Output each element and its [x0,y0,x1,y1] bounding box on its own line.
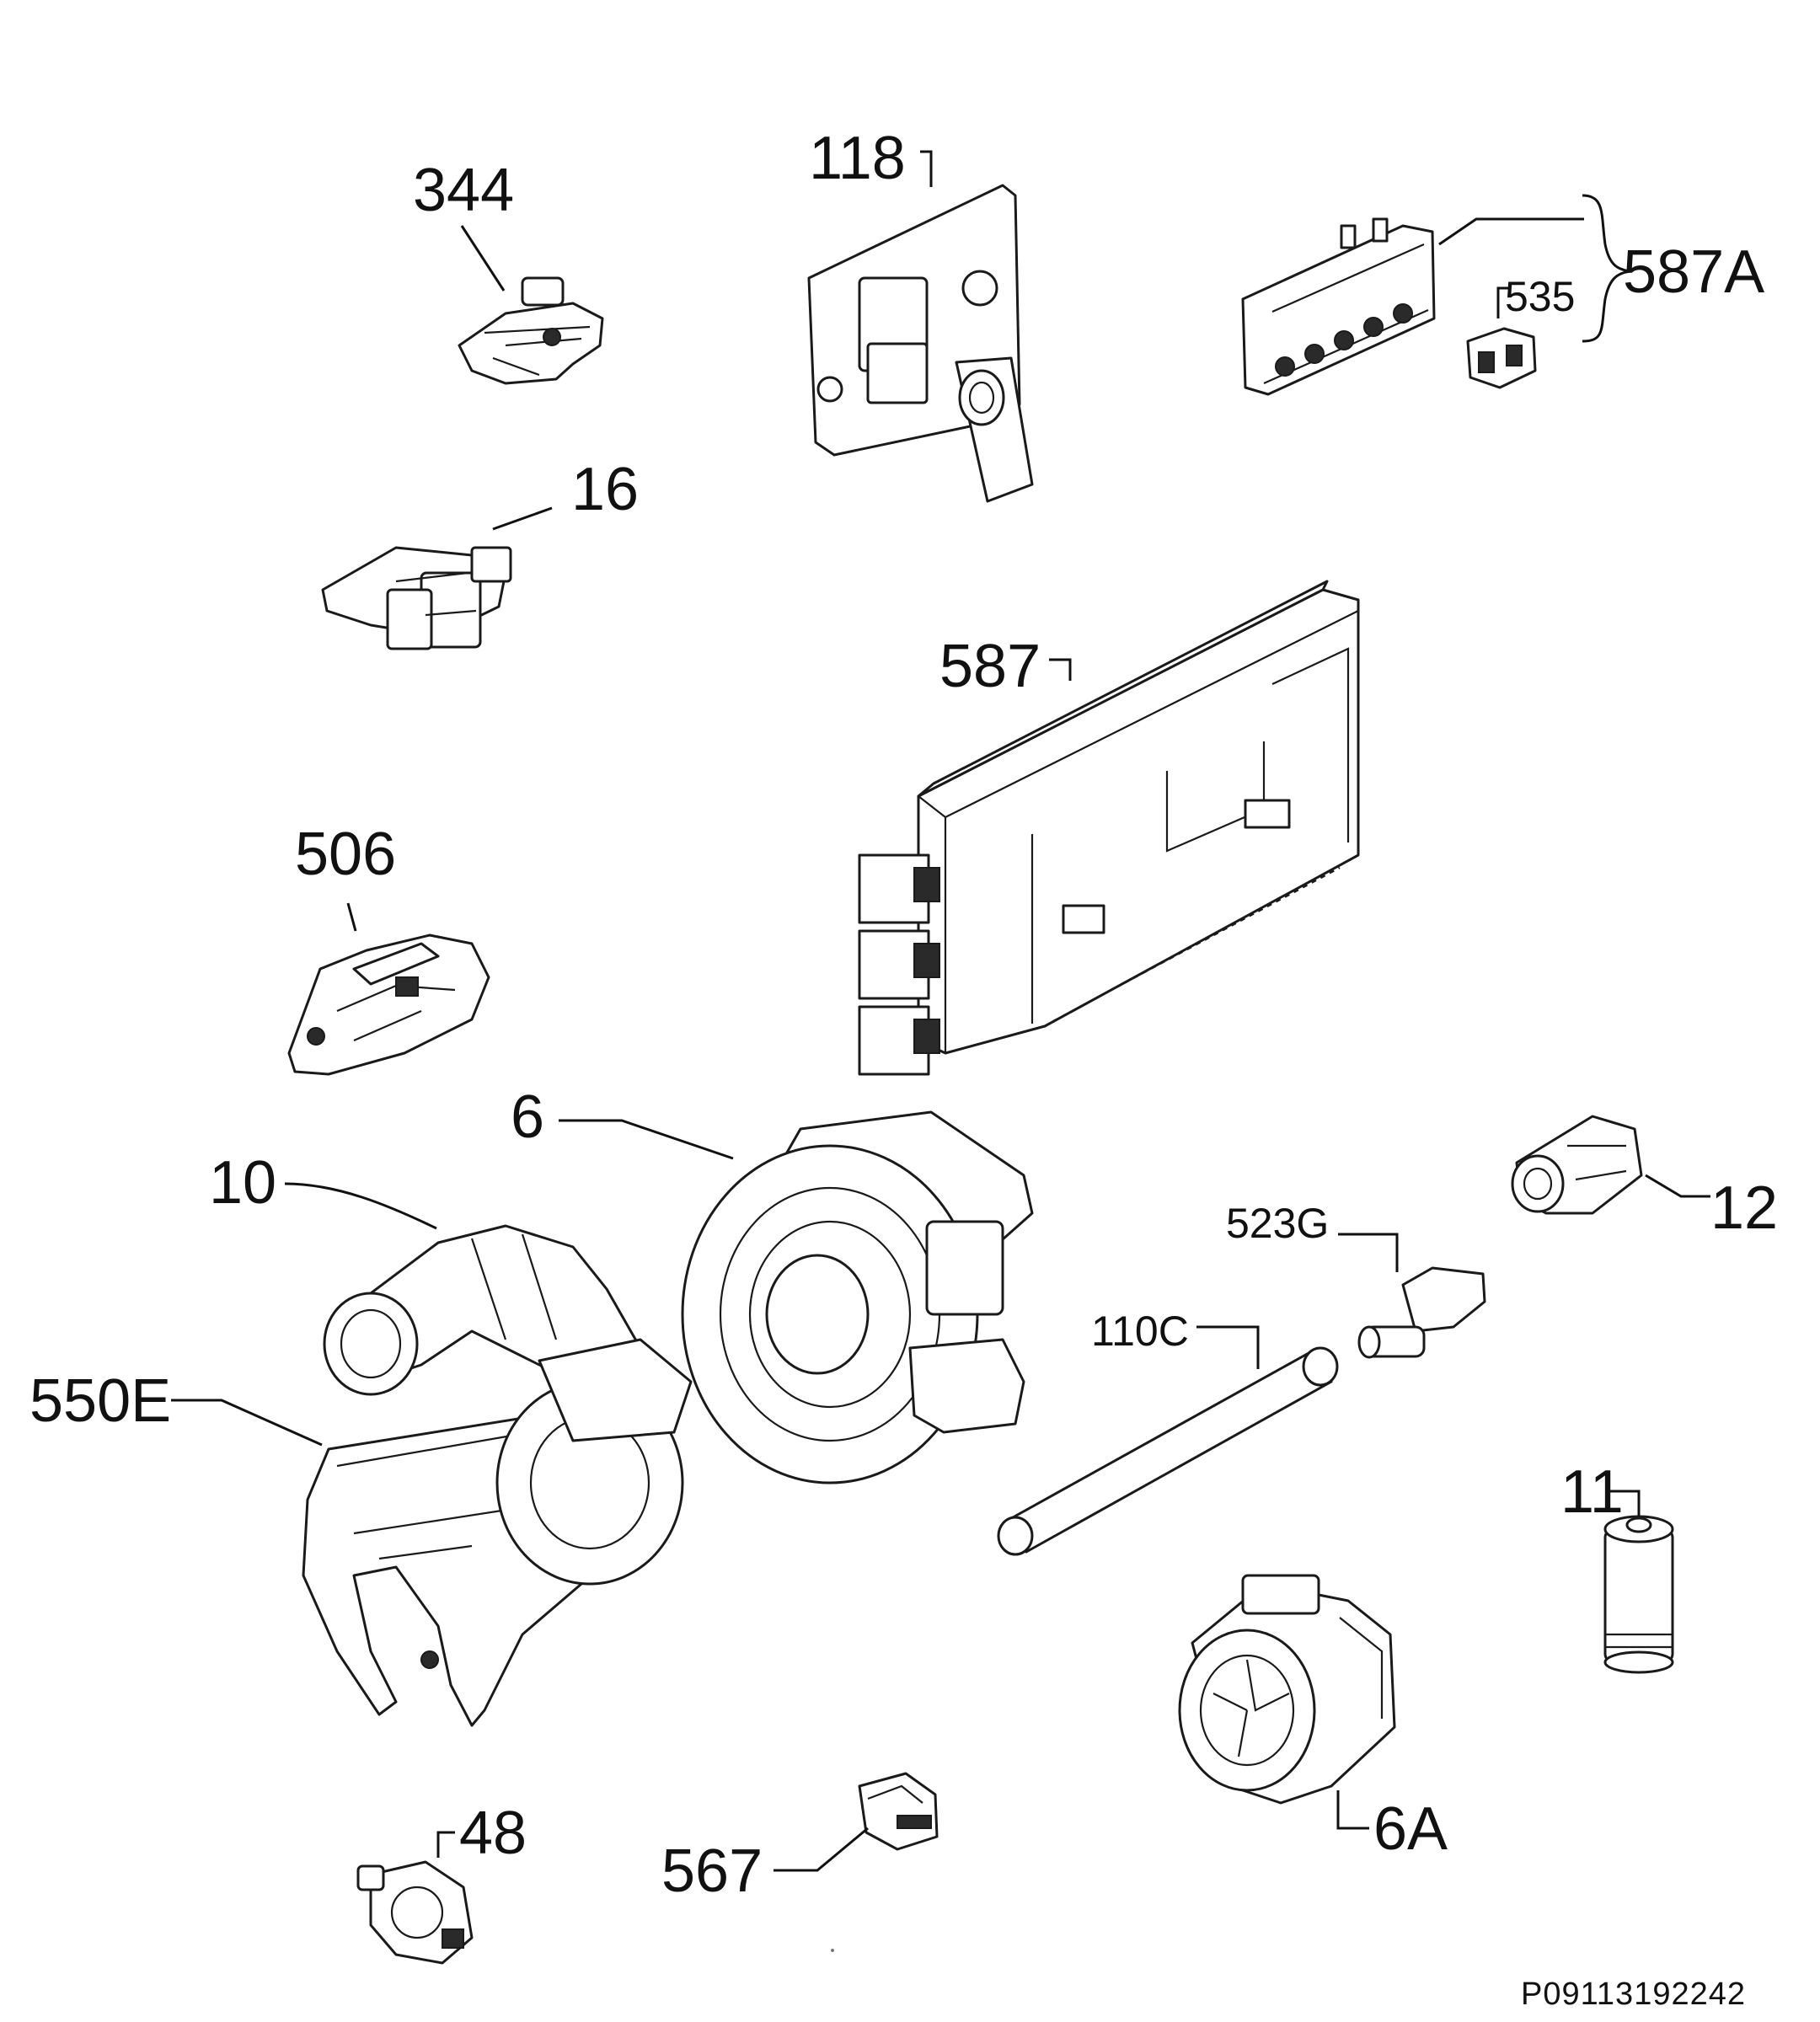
label-567: 567 [661,1837,763,1905]
part-118-drawing [807,150,1034,503]
label-587a: 587A [1623,238,1765,306]
label-12: 12 [1710,1174,1779,1242]
label-506: 506 [295,821,397,888]
label-10: 10 [209,1149,277,1217]
label-118: 118 [809,125,906,192]
label-550e: 550E [29,1367,172,1435]
label-16: 16 [571,456,640,523]
part-11-drawing [1603,1490,1674,1674]
part-587-drawing [858,580,1360,1076]
part-48-drawing [356,1831,474,1965]
label-535: 535 [1505,273,1576,320]
label-344: 344 [413,157,515,224]
part-110c-drawing [997,1325,1339,1556]
part-550e-drawing [171,1338,693,1727]
part-16-drawing [321,506,553,650]
part-12-drawing [1511,1115,1710,1215]
part-523g-drawing [1338,1233,1486,1359]
label-11: 11 [1560,1458,1624,1526]
part-6a-drawing [1178,1574,1396,1830]
part-567-drawing [774,1772,939,1872]
reference-code: P09113192242 [1521,1977,1746,2012]
label-6a: 6A [1373,1795,1448,1863]
label-48: 48 [459,1800,527,1867]
part-506-drawing [287,902,490,1076]
label-110c: 110C [1091,1308,1189,1355]
label-587: 587 [939,633,1041,700]
label-6: 6 [511,1083,545,1151]
part-344-drawing [458,225,604,385]
part-6-drawing [559,1110,1034,1484]
label-523g: 523G [1226,1200,1330,1247]
part-587a-drawing [1241,194,1631,396]
part-535-drawing [1466,286,1537,389]
